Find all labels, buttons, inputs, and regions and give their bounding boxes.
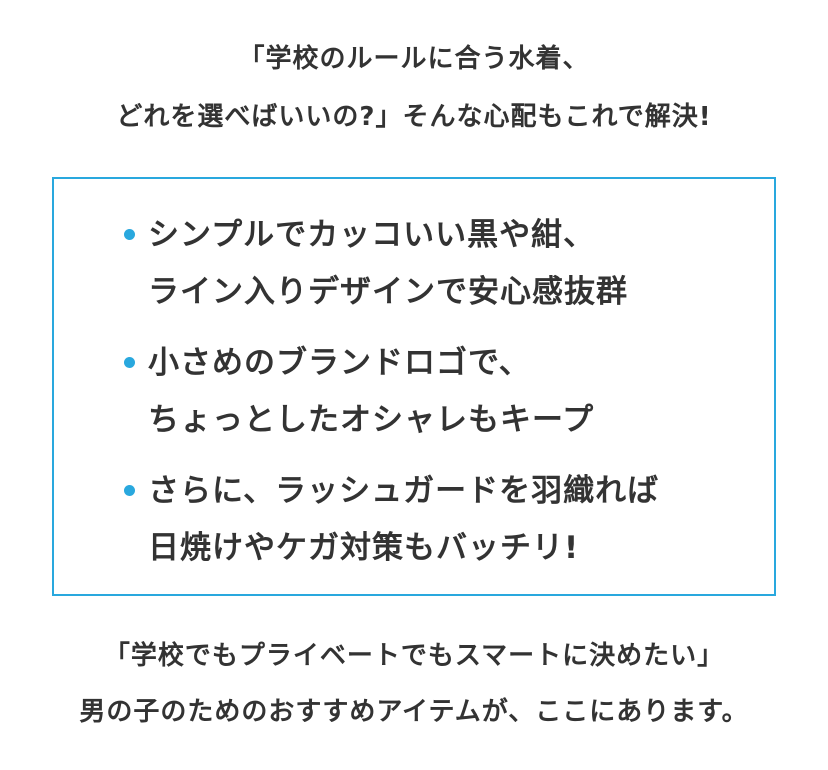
bullet-dot-icon — [124, 229, 135, 240]
feature-item: シンプルでカッコいい黒や紺、 ライン入りデザインで安心感抜群 — [124, 207, 764, 321]
feature-box: シンプルでカッコいい黒や紺、 ライン入りデザインで安心感抜群 小さめのブランドロ… — [52, 177, 776, 596]
closing-line-2: 男の子のためのおすすめアイテムが、ここにあります。 — [79, 697, 749, 727]
feature-line-1: 小さめのブランドロゴで、 — [148, 345, 531, 381]
feature-line-1: シンプルでカッコいい黒や紺、 — [148, 217, 596, 253]
feature-item: 小さめのブランドロゴで、 ちょっとしたオシャレもキープ — [124, 335, 764, 449]
intro-text: 「学校のルールに合う水着、 どれを選べばいいの?」そんな心配もこれで解決! — [0, 30, 828, 146]
feature-line-2: ちょっとしたオシャレもキープ — [148, 402, 595, 438]
closing-line-1: 「学校でもプライベートでもスマートに決めたい」 — [103, 641, 725, 671]
intro-line-2: どれを選べばいいの?」そんな心配もこれで解決! — [116, 102, 712, 132]
intro-line-1: 「学校のルールに合う水着、 — [238, 44, 590, 74]
feature-line-2: ライン入りデザインで安心感抜群 — [148, 274, 628, 310]
feature-list: シンプルでカッコいい黒や紺、 ライン入りデザインで安心感抜群 小さめのブランドロ… — [124, 207, 764, 591]
feature-item: さらに、ラッシュガードを羽織れば 日焼けやケガ対策もバッチリ! — [124, 463, 764, 577]
bullet-dot-icon — [124, 485, 135, 496]
closing-text: 「学校でもプライベートでもスマートに決めたい」 男の子のためのおすすめアイテムが… — [0, 628, 828, 740]
bullet-dot-icon — [124, 357, 135, 368]
feature-line-1: さらに、ラッシュガードを羽織れば — [148, 473, 660, 509]
feature-line-2: 日焼けやケガ対策もバッチリ! — [148, 530, 580, 566]
